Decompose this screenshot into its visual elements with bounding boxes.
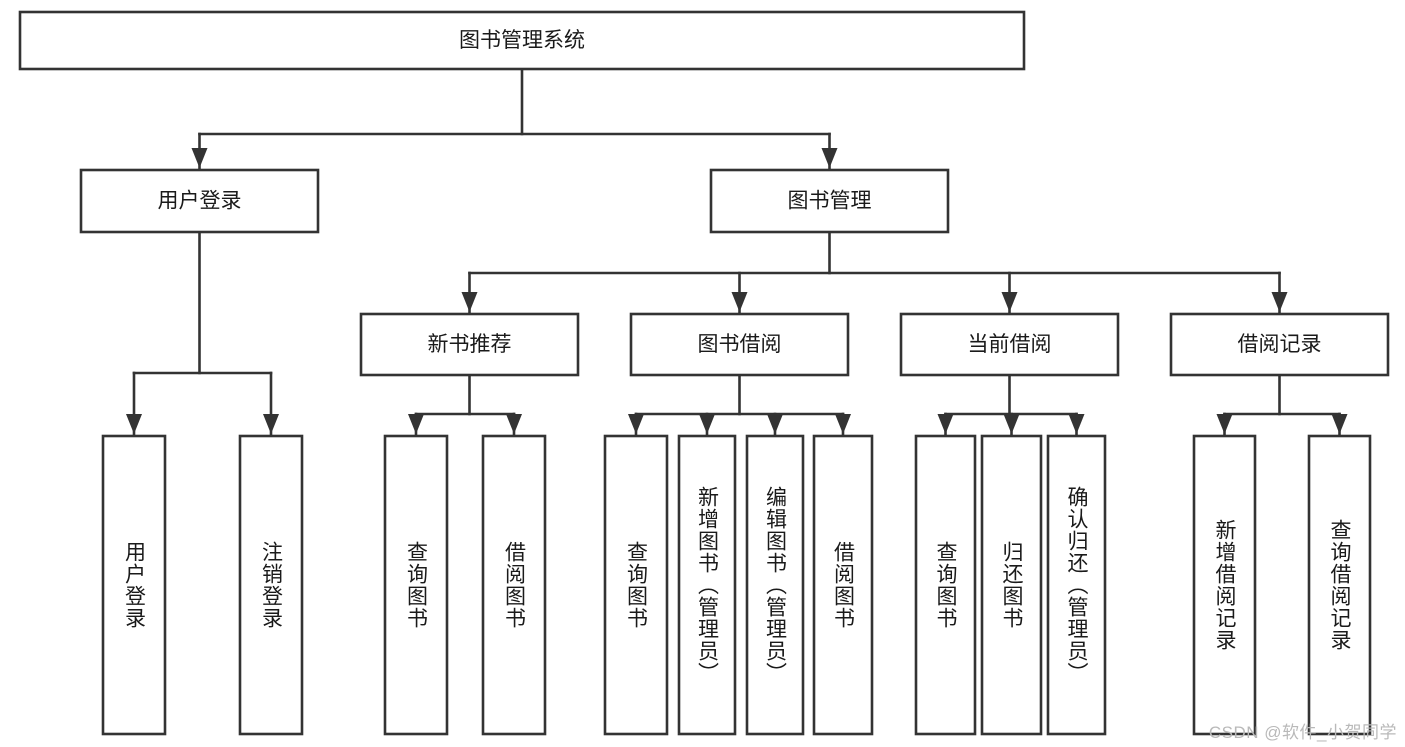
- arrow-leaf-1-0: [408, 414, 424, 434]
- level3-box-1[interactable]: [629, 312, 850, 377]
- leaf-box-11[interactable]: [1192, 434, 1257, 736]
- leaf-box-9[interactable]: [980, 434, 1043, 736]
- level3-label-1: 图书借阅: [698, 333, 782, 356]
- leaf-box-5[interactable]: [677, 434, 737, 736]
- level3-box-2[interactable]: [899, 312, 1120, 377]
- level3-label-2: 当前借阅: [968, 333, 1052, 356]
- level3-label-3: 借阅记录: [1238, 333, 1322, 356]
- arrow-leaf-2-3: [835, 414, 851, 434]
- arrow-leaf-4-1: [1331, 414, 1348, 434]
- arrow-leaf-3-1: [1003, 414, 1020, 434]
- arrow-leaf-2-1: [699, 414, 715, 434]
- leaf-box-12[interactable]: [1307, 434, 1372, 736]
- level2-box-0[interactable]: [79, 168, 320, 234]
- level3-box-3[interactable]: [1169, 312, 1390, 377]
- arrow-root-to-l2-0: [191, 148, 208, 168]
- leaf-box-6[interactable]: [745, 434, 805, 736]
- leaf-box-7[interactable]: [812, 434, 874, 736]
- arrow-leaf-3-0: [937, 414, 954, 434]
- arrow-leaf-4-0: [1216, 414, 1233, 434]
- arrow-leaf-2-0: [628, 414, 644, 434]
- boxes-layer: [18, 10, 1390, 736]
- leaf-box-1[interactable]: [238, 434, 304, 736]
- root-label-0: 图书管理系统: [459, 29, 585, 52]
- arrow-root-to-l2-1: [821, 148, 838, 168]
- level2-label-0: 用户登录: [158, 190, 242, 213]
- arrow-leaf-0-0: [126, 414, 142, 434]
- leaf-box-8[interactable]: [914, 434, 977, 736]
- level3-label-0: 新书推荐: [428, 333, 512, 356]
- arrow-mgr-to-l3-0: [461, 292, 478, 312]
- leaf-box-3[interactable]: [481, 434, 547, 736]
- leaf-box-10[interactable]: [1046, 434, 1107, 736]
- arrow-leaf-0-1: [263, 414, 279, 434]
- level2-box-1[interactable]: [709, 168, 950, 234]
- arrow-mgr-to-l3-3: [1271, 292, 1288, 312]
- leaf-box-0[interactable]: [101, 434, 167, 736]
- root-box-0[interactable]: [18, 10, 1026, 71]
- level3-box-0[interactable]: [359, 312, 580, 377]
- watermark-text: CSDN @软件_小贺同学: [1208, 723, 1397, 742]
- arrow-mgr-to-l3-2: [1001, 292, 1018, 312]
- leaf-box-2[interactable]: [383, 434, 449, 736]
- connectors-layer: [126, 67, 1348, 436]
- level2-label-1: 图书管理: [788, 190, 872, 213]
- arrow-leaf-2-2: [767, 414, 783, 434]
- arrow-mgr-to-l3-1: [731, 292, 748, 312]
- leaf-box-4[interactable]: [603, 434, 669, 736]
- arrow-leaf-3-2: [1068, 414, 1085, 434]
- arrow-leaf-1-1: [506, 414, 522, 434]
